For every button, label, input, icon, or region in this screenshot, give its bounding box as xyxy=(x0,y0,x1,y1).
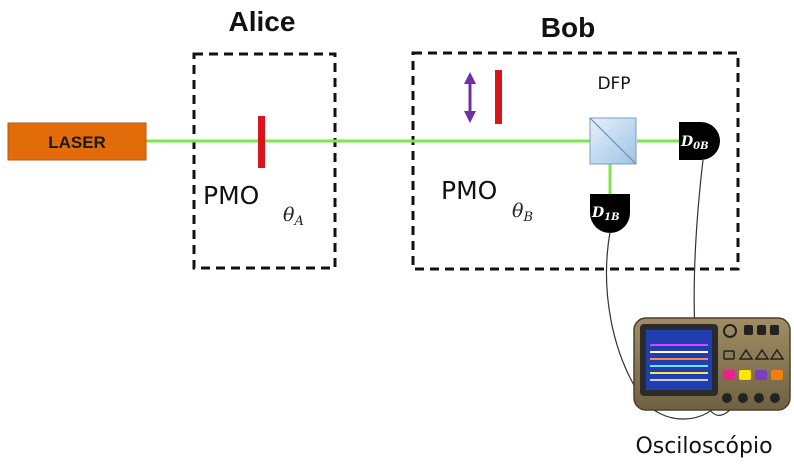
svg-text:θB: θB xyxy=(512,200,533,225)
bob-title: Bob xyxy=(541,12,595,43)
laser-source xyxy=(7,122,147,161)
oscilloscope xyxy=(633,317,791,411)
alice-polarizer xyxy=(258,116,265,168)
svg-text:θA: θA xyxy=(283,204,304,229)
polarizing-beam-splitter xyxy=(589,117,637,165)
alice-pmo-label: PMO xyxy=(203,181,259,210)
svg-text:D1B: D1B xyxy=(591,205,620,223)
bob-theta-label: θB xyxy=(512,200,533,225)
alice-theta-label: θA xyxy=(283,204,304,229)
splitter-label: DFP xyxy=(597,74,630,94)
bob-box xyxy=(411,51,740,271)
alice-box xyxy=(192,52,337,270)
laser-label: LASER xyxy=(48,133,106,152)
alice-title: Alice xyxy=(229,6,296,37)
bob-polarizer xyxy=(495,70,502,124)
oscilloscope-label: Osciloscópio xyxy=(635,434,772,459)
detector-d1b: D1B xyxy=(590,194,630,233)
svg-text:D0B: D0B xyxy=(680,134,709,152)
detector-d0b: D0B xyxy=(679,122,720,160)
bob-pmo-label: PMO xyxy=(441,176,497,205)
